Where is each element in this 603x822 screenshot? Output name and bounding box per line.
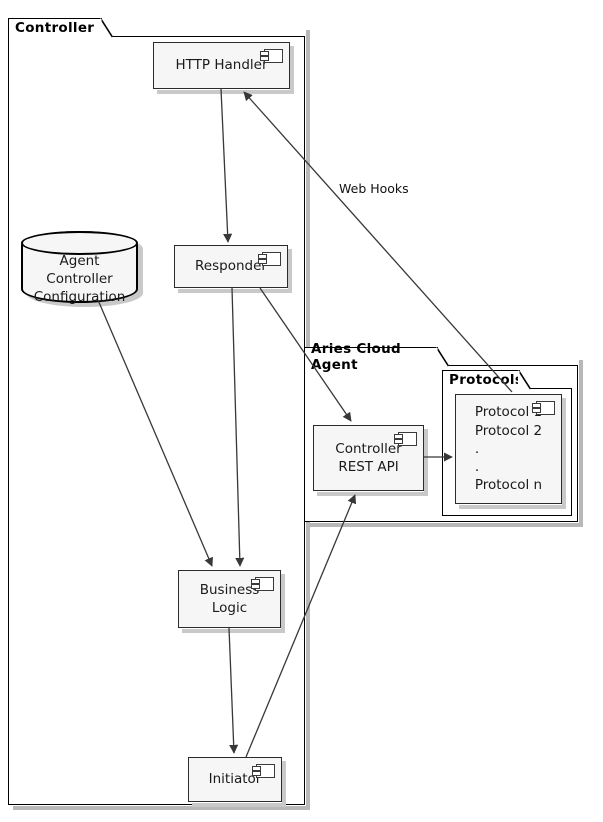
package-aries-cloud-agent-label: Aries Cloud Agent bbox=[311, 341, 402, 373]
component-business-logic-label: Business Logic bbox=[199, 581, 260, 616]
component-http-handler[interactable]: HTTP Handler bbox=[153, 42, 290, 89]
database-agent-controller-configuration-label: Agent Controller Configuration bbox=[33, 253, 126, 305]
package-protocols-tab: Protocols bbox=[442, 370, 524, 389]
uml-component-icon bbox=[258, 252, 281, 266]
protocols-component-shadow-right bbox=[562, 398, 566, 509]
package-aries-cloud-agent-tab: Aries Cloud Agent bbox=[304, 341, 438, 373]
package-aries-shadow bbox=[309, 523, 583, 527]
responder-shadow bbox=[178, 289, 292, 293]
controller-rest-api-shadow bbox=[317, 492, 428, 496]
package-aries-shadow-right bbox=[579, 360, 583, 527]
package-controller-tab: Controller bbox=[8, 18, 102, 37]
component-protocols-label: Protocol 1 Protocol 2 . . Protocol n bbox=[474, 404, 543, 494]
edge-label-web-hooks: Web Hooks bbox=[339, 181, 409, 196]
uml-component-icon bbox=[260, 49, 283, 63]
uml-component-icon bbox=[532, 401, 555, 415]
component-responder[interactable]: Responder bbox=[174, 245, 288, 288]
component-initiator-label: Initiator bbox=[208, 771, 262, 788]
initiator-shadow bbox=[192, 803, 286, 807]
package-protocols-tab-corner bbox=[518, 370, 532, 390]
initiator-shadow-right bbox=[282, 761, 286, 807]
database-cylinder-top bbox=[21, 231, 138, 255]
uml-component-icon bbox=[251, 577, 274, 591]
protocols-component-shadow bbox=[459, 505, 566, 509]
component-initiator[interactable]: Initiator bbox=[188, 757, 282, 802]
component-http-handler-label: HTTP Handler bbox=[175, 57, 268, 74]
package-controller-label: Controller bbox=[15, 20, 95, 36]
component-business-logic[interactable]: Business Logic bbox=[178, 570, 281, 628]
package-controller-shadow bbox=[13, 806, 310, 810]
component-controller-rest-api-label: Controller REST API bbox=[335, 440, 402, 475]
controller-rest-api-shadow-right bbox=[424, 429, 428, 496]
business-logic-shadow-right bbox=[281, 574, 285, 633]
http-handler-shadow bbox=[157, 90, 294, 94]
component-protocols[interactable]: Protocol 1 Protocol 2 . . Protocol n bbox=[455, 394, 562, 504]
uml-component-icon bbox=[394, 432, 417, 446]
uml-component-icon bbox=[252, 764, 275, 778]
business-logic-shadow bbox=[182, 629, 285, 633]
database-agent-controller-configuration[interactable]: Agent Controller Configuration bbox=[21, 231, 138, 305]
package-controller-tab-corner bbox=[100, 18, 114, 38]
http-handler-shadow-right bbox=[290, 46, 294, 94]
package-aries-tab-corner bbox=[436, 347, 450, 367]
responder-shadow-right bbox=[288, 249, 292, 293]
package-controller-body bbox=[8, 36, 305, 805]
component-controller-rest-api[interactable]: Controller REST API bbox=[313, 425, 424, 491]
package-protocols-label: Protocols bbox=[449, 372, 524, 388]
